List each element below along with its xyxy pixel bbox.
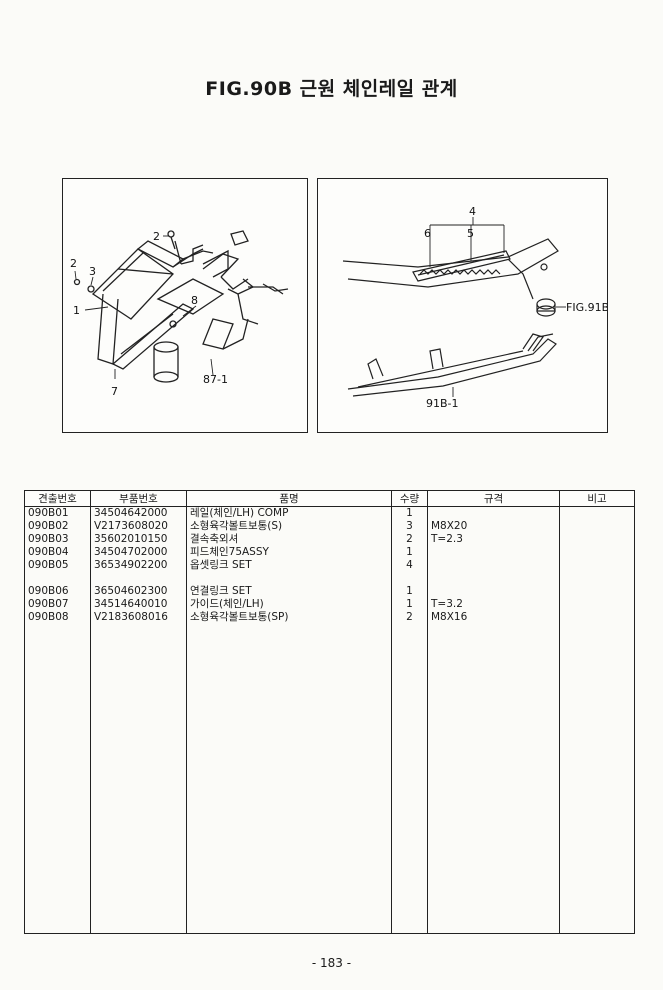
callout-1: 1 xyxy=(73,304,80,317)
cell-part-no: V2183608016 xyxy=(90,611,187,624)
cell-part-name: 레일(체인/LH) COMP xyxy=(186,506,392,520)
cell-quantity: 1 xyxy=(391,585,428,598)
cell-part-name: 결속축외셔 xyxy=(186,533,392,546)
empty-cell xyxy=(24,624,91,934)
figure-feed-chain-guide: 4 6 5 FIG.91B 91B-1 xyxy=(317,178,608,433)
header-remarks: 비고 xyxy=(559,490,635,507)
callout-4: 4 xyxy=(469,205,476,218)
cell-spec: T=3.2 xyxy=(427,598,560,611)
page-number: - 183 - xyxy=(311,956,352,970)
cell-part-name: 피드체인75ASSY xyxy=(186,546,392,559)
cell-quantity: 2 xyxy=(391,611,428,624)
cell-part-no: 34514640010 xyxy=(90,598,187,611)
cell-remarks xyxy=(559,506,635,520)
header-spec: 규격 xyxy=(427,490,560,507)
table-filler-row xyxy=(24,624,635,934)
table-header-row: 견출번호 부품번호 품명 수량 규격 비고 xyxy=(24,490,635,507)
cell-remarks xyxy=(559,611,635,624)
callout-8: 8 xyxy=(191,294,198,307)
cell-part-no: 36534902200 xyxy=(90,559,187,572)
cell-spec xyxy=(427,585,560,598)
cell-quantity xyxy=(391,572,428,585)
cell-spec: M8X16 xyxy=(427,611,560,624)
header-quantity: 수량 xyxy=(391,490,428,507)
cell-quantity: 2 xyxy=(391,533,428,546)
callout-6: 6 xyxy=(424,227,431,240)
cell-quantity: 4 xyxy=(391,559,428,572)
cell-quantity: 1 xyxy=(391,506,428,520)
cell-quantity: 1 xyxy=(391,598,428,611)
empty-cell xyxy=(186,624,392,934)
callout-fig-91b: FIG.91B xyxy=(566,301,607,314)
cell-ref-no: 090B01 xyxy=(24,506,91,520)
cell-part-name: 연결링크 SET xyxy=(186,585,392,598)
cell-ref-no: 090B08 xyxy=(24,611,91,624)
empty-cell xyxy=(427,624,560,934)
empty-cell xyxy=(391,624,428,934)
cell-ref-no: 090B07 xyxy=(24,598,91,611)
cell-spec: M8X20 xyxy=(427,520,560,533)
feed-chain-drawing: 4 6 5 FIG.91B 91B-1 xyxy=(342,205,607,410)
cell-quantity: 3 xyxy=(391,520,428,533)
table-row xyxy=(24,572,635,585)
cell-quantity: 1 xyxy=(391,546,428,559)
header-part-name: 품명 xyxy=(186,490,392,507)
cell-spec xyxy=(427,546,560,559)
cell-part-no: V2173608020 xyxy=(90,520,187,533)
cell-remarks xyxy=(559,598,635,611)
cell-ref-no: 090B05 xyxy=(24,559,91,572)
header-ref-no: 견출번호 xyxy=(24,490,91,507)
cell-ref-no: 090B04 xyxy=(24,546,91,559)
cell-part-no: 36504602300 xyxy=(90,585,187,598)
cell-remarks xyxy=(559,585,635,598)
cell-part-no: 34504642000 xyxy=(90,506,187,520)
callout-2-top: 2 xyxy=(153,230,160,243)
header-part-no: 부품번호 xyxy=(90,490,187,507)
cell-remarks xyxy=(559,520,635,533)
callout-7: 7 xyxy=(111,385,118,398)
empty-cell xyxy=(559,624,635,934)
cell-spec xyxy=(427,572,560,585)
callout-5: 5 xyxy=(467,227,474,240)
cell-part-name: 소형육각볼트보통(SP) xyxy=(186,611,392,624)
cell-ref-no: 090B06 xyxy=(24,585,91,598)
cell-part-no xyxy=(90,572,187,585)
cell-remarks xyxy=(559,546,635,559)
cell-ref-no xyxy=(24,572,91,585)
figure-chain-rail-assembly: 2 2 3 1 7 8 87-1 xyxy=(62,178,308,433)
chain-rail-drawing: 2 2 3 1 7 8 87-1 xyxy=(70,230,289,398)
cell-part-name: 소형육각볼트보통(S) xyxy=(186,520,392,533)
cell-spec: T=2.3 xyxy=(427,533,560,546)
cell-part-name: 가이드(체인/LH) xyxy=(186,598,392,611)
cell-ref-no: 090B02 xyxy=(24,520,91,533)
callout-3: 3 xyxy=(89,265,96,278)
cell-ref-no: 090B03 xyxy=(24,533,91,546)
callout-2-left: 2 xyxy=(70,257,77,270)
cell-remarks xyxy=(559,533,635,546)
cell-remarks xyxy=(559,559,635,572)
cell-part-name: 옵셋링크 SET xyxy=(186,559,392,572)
cell-part-no: 35602010150 xyxy=(90,533,187,546)
page-title: FIG.90B 근원 체인레일 관계 xyxy=(205,78,458,100)
callout-87-1: 87-1 xyxy=(203,373,228,386)
cell-remarks xyxy=(559,572,635,585)
cell-spec xyxy=(427,559,560,572)
cell-part-no: 34504702000 xyxy=(90,546,187,559)
cell-spec xyxy=(427,506,560,520)
empty-cell xyxy=(90,624,187,934)
callout-91b-1: 91B-1 xyxy=(426,397,459,410)
cell-part-name xyxy=(186,572,392,585)
